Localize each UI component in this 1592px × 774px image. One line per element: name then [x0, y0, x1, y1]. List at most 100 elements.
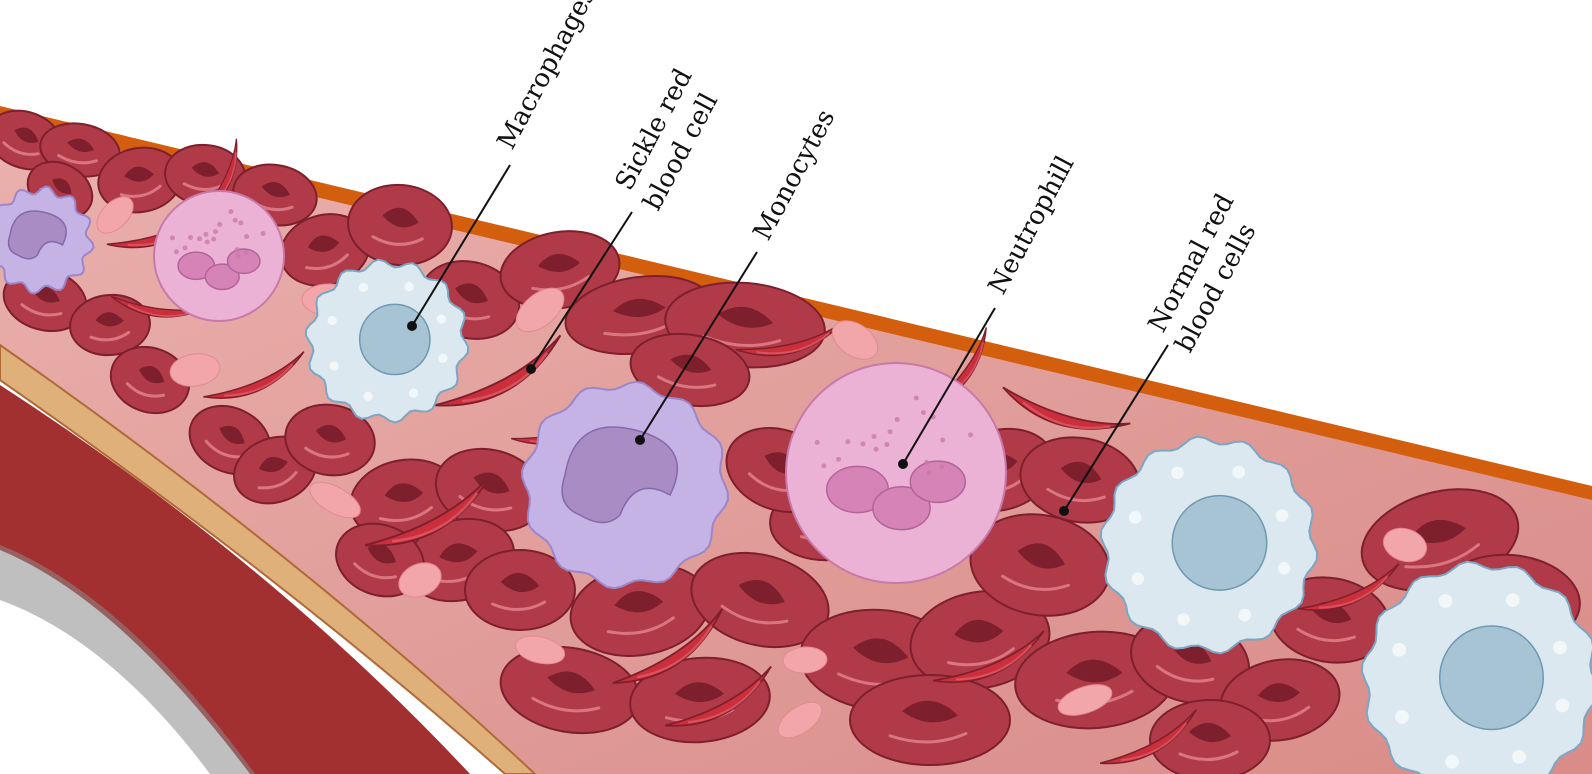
platelet [169, 353, 221, 387]
neutrophil-granule [940, 437, 946, 443]
rbc-concavity [95, 312, 124, 327]
neutrophil-granule [845, 439, 851, 445]
monocyte-nucleus [7, 210, 67, 260]
sickle-red-blood-cell [203, 351, 305, 399]
rbc-concavity [191, 162, 220, 177]
leader-monocytes [635, 251, 758, 445]
neutrophil-granule [238, 220, 244, 226]
macrophage-vacuole [1505, 593, 1520, 608]
leader-lines [407, 164, 1169, 516]
rbc-highlight [720, 604, 789, 625]
rbc-concavity [367, 544, 396, 564]
neutrophil-granule [203, 231, 209, 237]
sickle-red-blood-cell [933, 630, 1045, 684]
rbc-concavity [537, 254, 581, 272]
rbc-concavity [1017, 543, 1065, 569]
macrophage-vacuole [1131, 572, 1145, 585]
sickle-highlight [637, 625, 713, 679]
platelet [831, 320, 879, 360]
normal-red-blood-cell [849, 674, 1011, 766]
rbc-concavity [738, 580, 785, 605]
neutrophil-granule [204, 239, 210, 245]
neutrophil-granule [232, 217, 238, 223]
rbc-highlight [304, 446, 350, 459]
platelet [782, 646, 828, 674]
sickle-highlight [391, 492, 479, 543]
neutrophil-body [785, 362, 1007, 584]
neutrophil-granule [836, 456, 842, 462]
rbc-concavity [612, 299, 666, 317]
macrophage-vacuole [327, 315, 337, 326]
leader-dot [407, 321, 417, 331]
rbc-highlight [946, 647, 1016, 667]
macrophage-vacuole [1232, 465, 1246, 479]
macrophage-vacuole [1438, 594, 1453, 608]
rbc-concavity [258, 456, 288, 473]
rbc-concavity [439, 543, 478, 563]
macrophage-vacuole [1171, 466, 1184, 480]
leader-line [639, 251, 758, 441]
rbc-highlight [1296, 627, 1356, 643]
normal-red-blood-cell [464, 549, 576, 631]
neutrophil-granule [228, 209, 234, 215]
neutrophil-granule [217, 221, 223, 227]
rbc-highlight [888, 732, 968, 744]
sickle-highlight [956, 644, 1033, 681]
normal-red-blood-cell [347, 183, 453, 267]
sickle-highlight [224, 363, 294, 397]
macrophage-vacuole [1395, 709, 1409, 724]
sickle-red-blood-cell [434, 334, 562, 407]
platelet [514, 635, 566, 665]
sickle-highlight [756, 332, 831, 355]
rbc-highlight [371, 235, 424, 246]
label-neutrophil: Neutrophill [983, 151, 1081, 299]
rbc-highlight [304, 253, 349, 270]
leader-line [902, 307, 996, 465]
leader-dot [526, 364, 536, 374]
leader-neutrophil [898, 307, 996, 469]
sickle-highlight [1120, 722, 1188, 762]
sickle-body [933, 630, 1045, 684]
sickle-highlight [1319, 575, 1389, 609]
rbc-concavity [717, 306, 774, 328]
rbc-highlight [182, 182, 224, 192]
vessel-inner-wall [0, 343, 537, 774]
rbc-concavity [902, 700, 958, 723]
macrophage-vacuole [436, 314, 446, 324]
rbc-concavity [307, 235, 340, 252]
rbc-highlight [378, 506, 433, 523]
rbc-highlight [606, 616, 675, 635]
macrophage [1099, 435, 1319, 655]
normal-red-blood-cell [97, 146, 183, 214]
macrophage-vacuole [329, 361, 339, 371]
neutrophil-granule [236, 253, 241, 259]
macrophage-nucleus [1439, 625, 1544, 731]
rbc-highlight [204, 439, 245, 459]
rbc-highlight [2, 141, 40, 156]
macrophage-vacuole [438, 353, 448, 363]
neutrophil-nucleus-lobe [204, 263, 240, 291]
normal-red-blood-cell [909, 590, 1051, 690]
rbc-highlight [531, 275, 591, 292]
rbc-concavity [1410, 519, 1466, 543]
macrophage-vacuole [1553, 640, 1567, 655]
rbc-highlight [1046, 487, 1106, 503]
monocyte [0, 185, 95, 295]
sickle-red-blood-cell [1298, 563, 1400, 611]
macrophage-vacuole [1512, 749, 1527, 764]
platelet [398, 562, 442, 598]
neutrophil-granule [197, 236, 203, 242]
sickle-body [203, 351, 305, 399]
macrophage-vacuole [408, 388, 419, 398]
rbc-concavity [614, 591, 664, 613]
rbc-concavity [1257, 683, 1300, 702]
rbc-highlight [656, 375, 717, 389]
blood-cells [0, 109, 1592, 774]
neutrophil-granule [188, 234, 194, 240]
neutrophil-nucleus-lobe [226, 248, 261, 275]
platelet [515, 287, 565, 333]
vessel-tissue-shadow-gradient [0, 545, 255, 774]
leader-macrophages [407, 164, 511, 331]
rbc-concavity [547, 671, 595, 694]
